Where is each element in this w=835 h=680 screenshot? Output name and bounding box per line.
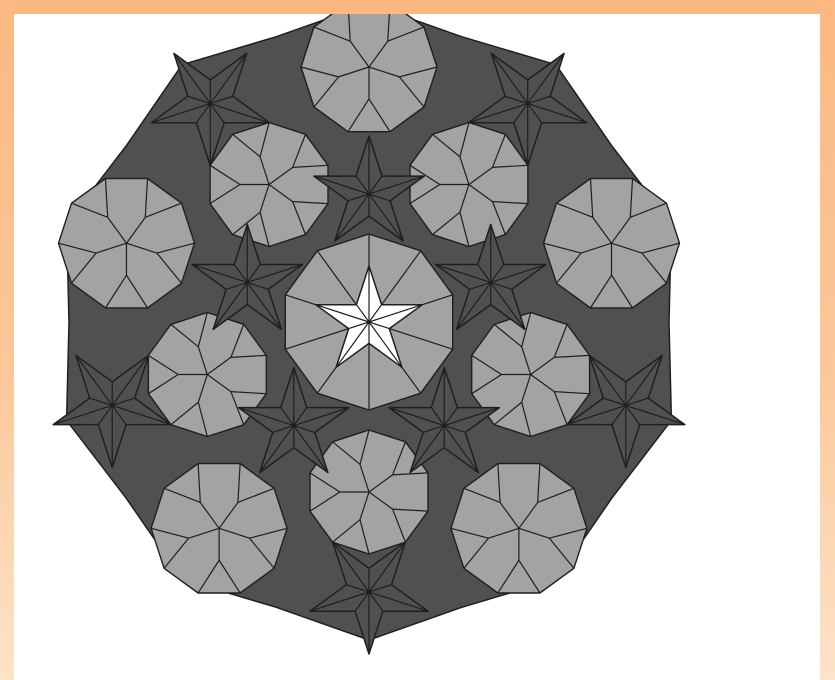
figure-frame xyxy=(14,14,820,680)
tiles-layer xyxy=(53,14,685,654)
penrose-tiling-figure xyxy=(14,14,820,680)
